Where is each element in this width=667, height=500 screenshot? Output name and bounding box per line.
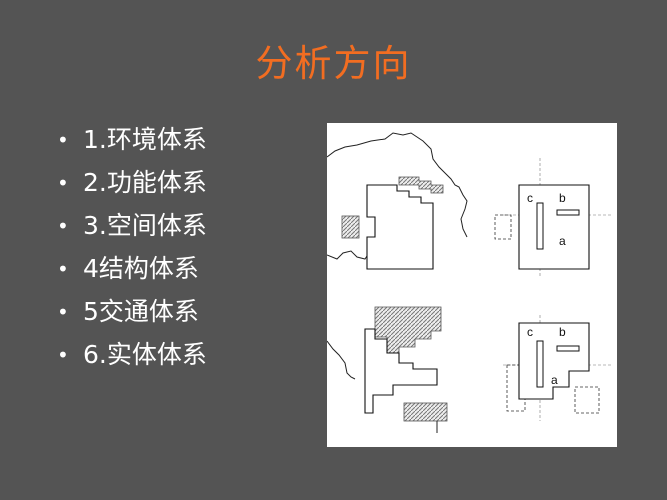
- slide-title: 分析方向: [255, 42, 412, 85]
- bullet-text: 2.功能体系: [83, 168, 207, 197]
- hatched-building: [398, 176, 444, 194]
- dashed-block: [494, 214, 512, 240]
- zone-label-c: c: [527, 191, 533, 205]
- circulation-bar: [556, 209, 580, 216]
- bullet-icon: •: [57, 300, 69, 324]
- bullet-text: 6.实体体系: [83, 340, 207, 369]
- zone-label-c: c: [527, 325, 533, 339]
- bullet-item: • 1.环境体系: [57, 122, 207, 165]
- hatched-block: [403, 402, 448, 422]
- site-contour-line: [327, 340, 356, 380]
- bullet-icon: •: [57, 171, 69, 195]
- circulation-bar: [536, 340, 544, 388]
- bullet-icon: •: [57, 343, 69, 367]
- bullet-item: • 4结构体系: [57, 251, 207, 294]
- zone-label-a: a: [559, 234, 566, 248]
- dashed-block: [574, 386, 600, 414]
- building-outline: [364, 328, 438, 414]
- hatched-block: [341, 215, 360, 239]
- bullet-text: 4结构体系: [83, 254, 199, 283]
- circulation-bar: [536, 202, 544, 250]
- zone-label-b: b: [559, 191, 566, 205]
- bullet-list: • 1.环境体系 • 2.功能体系 • 3.空间体系 • 4结构体系 • 5交通体系 • 6…: [57, 122, 207, 380]
- bullet-item: • 6.实体体系: [57, 337, 207, 380]
- diagram-svg: c b a c b a: [327, 132, 611, 433]
- zoning-plan-bottom: c b a: [503, 315, 611, 421]
- building-outline: [366, 184, 434, 270]
- bullet-icon: •: [57, 214, 69, 238]
- zoning-plan-top: c b a: [494, 158, 611, 278]
- architecture-diagram: c b a c b a: [327, 123, 617, 447]
- site-plan-top: [327, 132, 468, 270]
- hatched-building: [374, 306, 442, 356]
- site-plan-bottom: [327, 306, 448, 433]
- zone-label-b: b: [559, 325, 566, 339]
- bullet-item: • 3.空间体系: [57, 208, 207, 251]
- bullet-icon: •: [57, 257, 69, 281]
- bullet-text: 5交通体系: [83, 297, 199, 326]
- site-boundary-line: [327, 250, 370, 260]
- bullet-text: 1.环境体系: [83, 125, 207, 154]
- bullet-item: • 2.功能体系: [57, 165, 207, 208]
- zone-label-a: a: [551, 373, 558, 387]
- site-contour-line: [327, 132, 468, 238]
- bullet-text: 3.空间体系: [83, 211, 207, 240]
- circulation-bar: [556, 345, 580, 352]
- bullet-icon: •: [57, 128, 69, 152]
- bullet-item: • 5交通体系: [57, 294, 207, 337]
